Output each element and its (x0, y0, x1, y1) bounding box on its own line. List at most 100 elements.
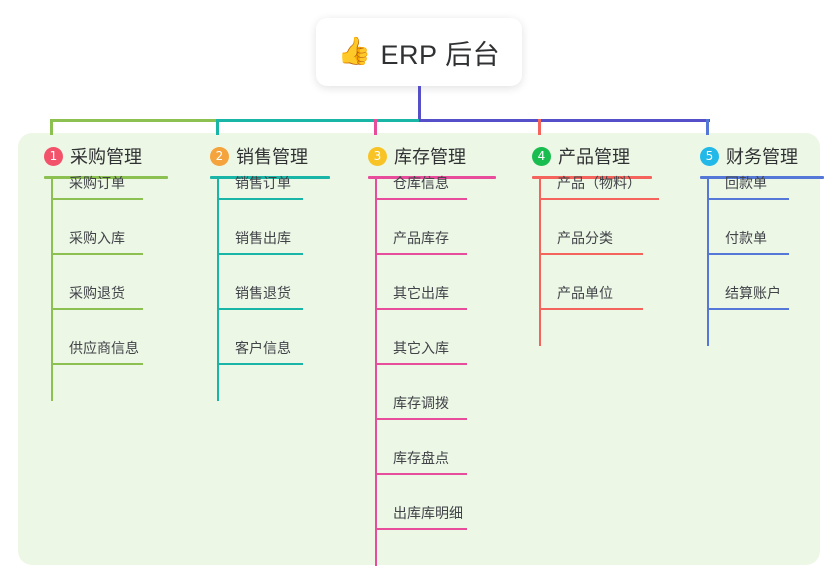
branch-leaf-label: 回款单 (725, 175, 767, 191)
branch-header-rule (44, 176, 168, 179)
branch-leaf-rule (217, 198, 303, 200)
branch-drop-4 (538, 119, 541, 135)
branch-title: 采购管理 (70, 147, 142, 167)
branch-drop-3 (374, 119, 377, 135)
branch-leaf-label: 产品（物料） (557, 175, 641, 191)
branch-leaf[interactable]: 其它出库 (375, 272, 467, 310)
branch-leaf-rule (51, 253, 143, 255)
branch-leaf[interactable]: 销售退货 (217, 272, 303, 310)
branch-column-2: 2 销售管理销售订单销售出库销售退货客户信息 (190, 143, 330, 401)
branch-leaf[interactable]: 产品单位 (539, 272, 643, 310)
branch-leaf-rule (707, 198, 789, 200)
branch-drop-2 (216, 119, 219, 135)
branch-leaf-rule (539, 308, 643, 310)
branch-title: 销售管理 (236, 147, 308, 167)
branch-header-4[interactable]: 4 产品管理 (512, 143, 630, 169)
branch-spine (217, 179, 219, 401)
bus-segment-2 (217, 119, 421, 122)
branch-header-2[interactable]: 2 销售管理 (190, 143, 308, 169)
branch-leaf-rule (51, 308, 143, 310)
branch-header-rule (210, 176, 330, 179)
branch-leaf[interactable]: 采购入库 (51, 217, 143, 255)
branch-drop-1 (50, 119, 53, 135)
branch-spine (539, 179, 541, 346)
branch-leaf-label: 供应商信息 (69, 340, 139, 356)
branch-header-3[interactable]: 3 库存管理 (348, 143, 466, 169)
branch-leaf-label: 其它入库 (393, 340, 449, 356)
root-node-label: ERP 后台 (380, 39, 501, 70)
branch-leaf-label: 产品库存 (393, 230, 449, 246)
branch-title: 财务管理 (726, 147, 798, 167)
branch-leaf-rule (51, 363, 143, 365)
branch-number-badge: 3 (368, 147, 387, 166)
branch-number-badge: 4 (532, 147, 551, 166)
branch-leaf-rule (375, 418, 467, 420)
bus-segment-1 (51, 119, 219, 122)
branch-leaf-label: 产品分类 (557, 230, 613, 246)
branch-column-3: 3 库存管理仓库信息产品库存其它出库其它入库库存调拨库存盘点出库库明细 (348, 143, 496, 566)
branch-number-badge: 5 (700, 147, 719, 166)
root-node[interactable]: 👍 ERP 后台 (316, 18, 522, 86)
branch-leaf[interactable]: 库存盘点 (375, 437, 467, 475)
branch-leaf-label: 产品单位 (557, 285, 613, 301)
branch-leaf[interactable]: 结算账户 (707, 272, 789, 310)
branch-leaf[interactable]: 供应商信息 (51, 327, 143, 365)
branch-number-badge: 2 (210, 147, 229, 166)
branch-leaf-label: 结算账户 (725, 285, 781, 301)
branch-header-rule (532, 176, 652, 179)
branch-leaf[interactable]: 产品库存 (375, 217, 467, 255)
branch-title: 库存管理 (394, 147, 466, 167)
branch-leaf[interactable]: 销售订单 (217, 162, 303, 200)
branch-header-5[interactable]: 5 财务管理 (680, 143, 798, 169)
branch-leaf[interactable]: 采购退货 (51, 272, 143, 310)
branch-leaf-rule (375, 198, 467, 200)
branch-leaf-rule (217, 253, 303, 255)
branch-drop-5 (706, 119, 709, 135)
branch-leaf-label: 仓库信息 (393, 175, 449, 191)
branch-leaf-label: 客户信息 (235, 340, 291, 356)
branch-leaf-label: 采购入库 (69, 230, 125, 246)
root-drop-connector (418, 86, 421, 122)
branch-leaf-rule (375, 473, 467, 475)
branch-leaf[interactable]: 付款单 (707, 217, 789, 255)
branch-leaf[interactable]: 产品分类 (539, 217, 643, 255)
thumbs-up-icon: 👍 (337, 35, 372, 66)
branch-leaf-label: 销售订单 (235, 175, 291, 191)
branch-leaf-rule (375, 528, 467, 530)
branch-leaf[interactable]: 销售出库 (217, 217, 303, 255)
branch-leaf-label: 出库库明细 (393, 505, 463, 521)
branch-leaf-rule (375, 253, 467, 255)
branch-leaf-label: 销售出库 (235, 230, 291, 246)
branch-leaf-rule (217, 308, 303, 310)
branches-panel (18, 133, 820, 565)
branch-leaf-rule (707, 253, 789, 255)
branch-leaf[interactable]: 回款单 (707, 162, 789, 200)
branch-leaf-rule (539, 198, 659, 200)
branch-leaf-rule (375, 308, 467, 310)
branch-leaf[interactable]: 采购订单 (51, 162, 143, 200)
branch-spine (375, 179, 377, 566)
branch-leaf[interactable]: 其它入库 (375, 327, 467, 365)
branch-spine (707, 179, 709, 346)
branch-column-5: 5 财务管理回款单付款单结算账户 (680, 143, 824, 346)
branch-leaf[interactable]: 客户信息 (217, 327, 303, 365)
branch-leaf-label: 付款单 (725, 230, 767, 246)
branch-title: 产品管理 (558, 147, 630, 167)
branch-leaf-label: 其它出库 (393, 285, 449, 301)
branch-leaf-rule (375, 363, 467, 365)
branch-leaf-rule (707, 308, 789, 310)
bus-segment-right (419, 119, 710, 122)
branch-leaf[interactable]: 出库库明细 (375, 492, 467, 530)
branch-leaf-label: 采购订单 (69, 175, 125, 191)
branch-header-rule (700, 176, 824, 179)
branch-spine (51, 179, 53, 401)
branch-leaf[interactable]: 库存调拨 (375, 382, 467, 420)
branch-leaf-label: 库存盘点 (393, 450, 449, 466)
branch-leaf[interactable]: 仓库信息 (375, 162, 467, 200)
branch-header-rule (368, 176, 496, 179)
branch-leaf-label: 销售退货 (235, 285, 291, 301)
branch-leaf[interactable]: 产品（物料） (539, 162, 659, 200)
branch-leaf-rule (217, 363, 303, 365)
